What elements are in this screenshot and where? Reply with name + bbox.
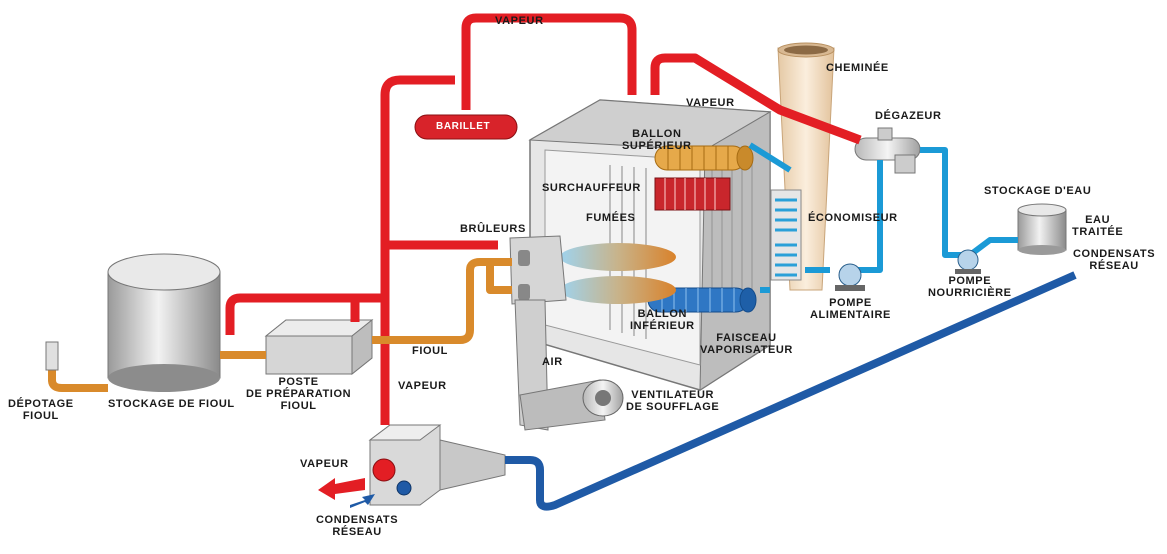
label-condensats-reseau-right: CONDENSATS RÉSEAU [1073, 248, 1156, 272]
label-barillet: BARILLET [436, 121, 491, 132]
label-fumees: FUMÉES [586, 212, 636, 224]
burner-flames [560, 243, 676, 304]
condensate-pipes [505, 271, 1077, 511]
label-vapeur-mid: VAPEUR [686, 97, 735, 109]
upper-drum [654, 145, 754, 171]
condensate-in-arrow [350, 494, 375, 508]
label-pompe-nourriciere: POMPE NOURRICIÈRE [928, 275, 1012, 299]
water-storage-tank [1017, 203, 1067, 255]
fuel-prep-station [264, 318, 374, 376]
label-economiseur: ÉCONOMISEUR [808, 212, 898, 224]
feedwater-pump [955, 249, 981, 274]
boiler-casing [528, 99, 772, 391]
label-air: AIR [542, 356, 563, 368]
label-ballon-inferieur: BALLON INFÉRIEUR [630, 308, 695, 332]
label-depotage: DÉPOTAGE FIOUL [8, 398, 74, 422]
label-vapeur-out: VAPEUR [300, 458, 349, 470]
fuel-storage-tank [107, 253, 221, 392]
label-eau-traitee: EAU TRAITÉE [1072, 214, 1124, 238]
label-vapeur-top: VAPEUR [495, 15, 544, 27]
economizer [770, 189, 802, 281]
label-condensats-reseau-bottom: CONDENSATS RÉSEAU [316, 514, 399, 538]
label-ballon-superieur: BALLON SUPÉRIEUR [622, 128, 692, 152]
label-faisceau: FAISCEAU VAPORISATEUR [700, 332, 793, 356]
label-stockage-eau: STOCKAGE D'EAU [984, 185, 1092, 197]
steam-header [414, 114, 518, 140]
deaerator [854, 127, 921, 174]
label-poste-preparation: POSTE DE PRÉPARATION FIOUL [246, 376, 352, 412]
label-degazeur: DÉGAZEUR [875, 110, 942, 122]
feed-pump [835, 263, 865, 291]
burners [509, 235, 567, 305]
steam-out-arrow [318, 478, 365, 500]
label-surchauffeur: SURCHAUFFEUR [542, 182, 641, 194]
label-stockage-fioul: STOCKAGE DE FIOUL [108, 398, 235, 410]
label-cheminee: CHEMINÉE [826, 62, 889, 74]
fuel-pipes [48, 258, 512, 392]
supply-fan [582, 379, 624, 417]
label-vapeur-low: VAPEUR [398, 380, 447, 392]
label-ventilateur: VENTILATEUR DE SOUFFLAGE [626, 389, 720, 413]
steam-pipes [225, 13, 862, 425]
superheater [654, 177, 731, 211]
label-fioul: FIOUL [412, 345, 448, 357]
fuel-delivery-inlet [45, 341, 59, 371]
condensate-exchanger [368, 424, 506, 506]
label-pompe-alimentaire: POMPE ALIMENTAIRE [810, 297, 891, 321]
label-bruleurs: BRÛLEURS [460, 223, 526, 235]
